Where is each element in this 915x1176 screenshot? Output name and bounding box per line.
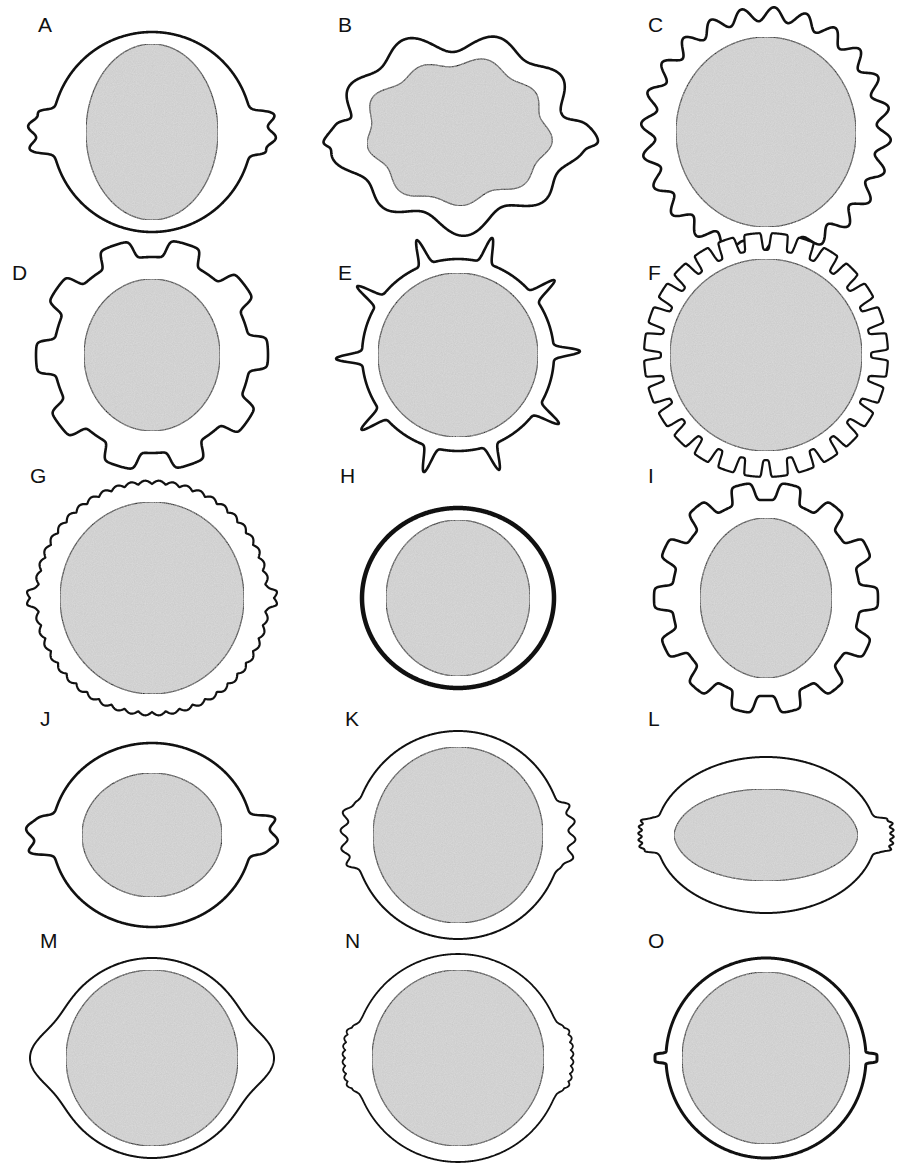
wall-section xyxy=(655,958,877,1158)
cell-content xyxy=(386,520,530,676)
outer-wall xyxy=(324,37,598,236)
wall-section xyxy=(638,757,893,913)
panel-letter: O xyxy=(648,930,664,951)
outer-wall xyxy=(336,238,580,472)
panel-letter: J xyxy=(40,708,51,729)
outer-wall xyxy=(343,954,574,1162)
outer-wall xyxy=(654,484,878,713)
outer-wall xyxy=(644,233,888,477)
panel-letter: N xyxy=(345,930,360,951)
cell-content xyxy=(674,789,858,881)
outer-wall xyxy=(638,757,893,913)
outer-wall xyxy=(641,7,890,256)
wall-section xyxy=(324,37,598,236)
panel-letter: H xyxy=(340,465,355,486)
wall-section xyxy=(26,743,278,927)
wall-section xyxy=(36,241,268,468)
cell-content xyxy=(682,972,850,1144)
wall-section xyxy=(341,731,576,939)
panel-letter: B xyxy=(338,14,352,35)
wall-section xyxy=(644,233,888,477)
cell-content xyxy=(670,259,862,451)
outer-wall xyxy=(27,481,277,716)
panel-letter: E xyxy=(338,262,352,283)
cell-content xyxy=(700,518,832,678)
panel-letter: G xyxy=(30,465,46,486)
cell-content xyxy=(676,37,856,227)
cell-content xyxy=(378,273,538,437)
outer-wall xyxy=(28,32,276,232)
outer-wall xyxy=(341,731,576,939)
panel-letter: D xyxy=(12,262,27,283)
outer-wall xyxy=(30,958,274,1158)
panel-letter: C xyxy=(648,14,663,35)
cell-content xyxy=(84,279,220,431)
wall-section xyxy=(343,954,574,1162)
outer-wall xyxy=(26,743,278,927)
wall-section xyxy=(336,238,580,472)
cell-content xyxy=(66,970,238,1146)
wall-section xyxy=(362,508,554,688)
panel-letter: L xyxy=(648,708,660,729)
cell-content xyxy=(82,773,222,897)
cell-content xyxy=(367,59,552,206)
cell-content xyxy=(60,502,244,694)
panel-letter: A xyxy=(38,14,52,35)
panel-letter: I xyxy=(648,465,654,486)
wall-section xyxy=(28,32,276,232)
wall-section xyxy=(654,484,878,713)
cell-content xyxy=(373,747,543,923)
panel-letter: M xyxy=(40,930,58,951)
wall-section xyxy=(30,958,274,1158)
wall-section xyxy=(641,7,890,256)
cell-content xyxy=(372,970,544,1146)
cell-content xyxy=(86,44,218,220)
wall-section xyxy=(27,481,277,716)
panel-letter: K xyxy=(345,708,359,729)
outer-wall xyxy=(655,958,877,1158)
outer-wall xyxy=(362,508,554,688)
panel-letter: F xyxy=(648,262,661,283)
outer-wall xyxy=(36,241,268,468)
